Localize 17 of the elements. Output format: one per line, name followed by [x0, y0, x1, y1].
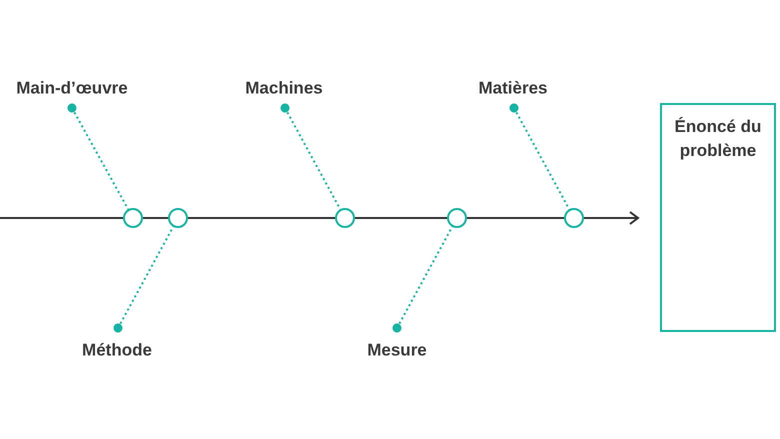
spine-line	[143, 217, 168, 219]
spine-line	[467, 217, 564, 219]
category-label: Main-d’œuvre	[16, 75, 128, 101]
spine-line	[188, 217, 335, 219]
problem-box	[660, 103, 776, 332]
leader-line	[114, 226, 174, 332]
problem-statement: Énoncé du problème	[674, 116, 762, 162]
arrow	[584, 211, 639, 225]
category-label: Méthode	[82, 337, 152, 363]
category-label: Mesure	[367, 337, 427, 363]
spine-line	[0, 217, 123, 219]
leader-line	[280, 104, 342, 210]
category-label: Machines	[245, 75, 323, 101]
spine-line	[355, 217, 447, 219]
category-label: Matières	[478, 75, 548, 101]
leader-line	[392, 226, 454, 332]
leader-line	[510, 104, 570, 210]
